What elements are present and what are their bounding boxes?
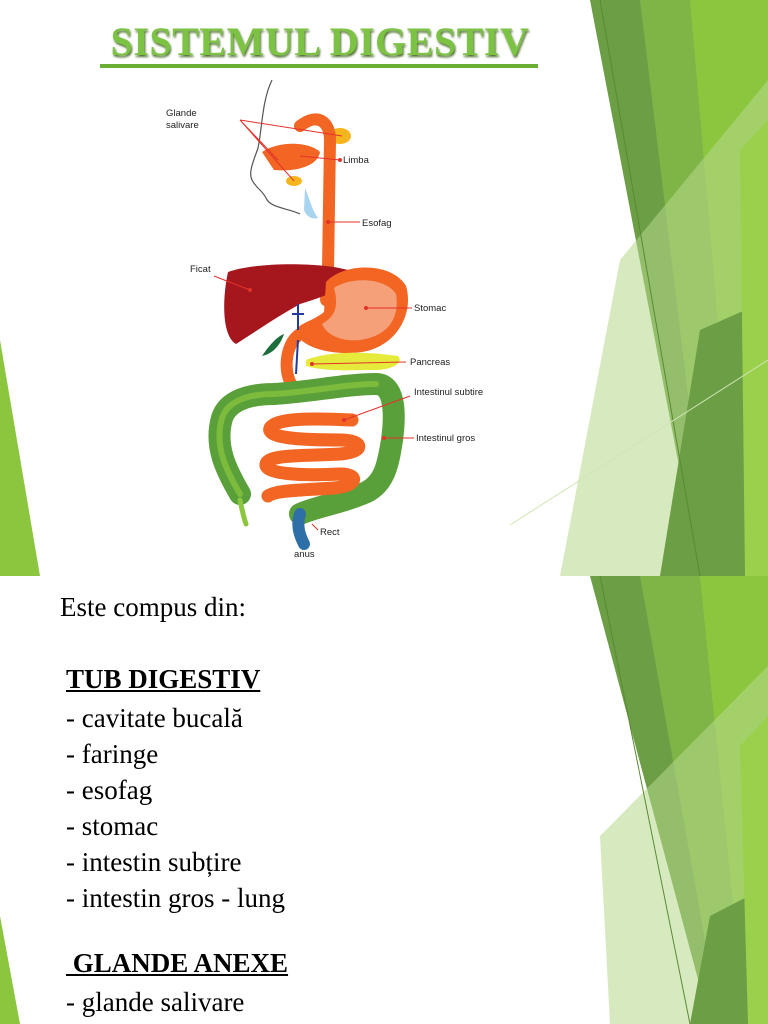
label-glande-line1: Glande [166, 108, 197, 119]
liver [224, 264, 349, 344]
slide-2: Este compus din: TUB DIGESTIV - cavitate… [0, 576, 768, 1024]
list-item: - glande salivare [66, 987, 245, 1017]
list-item: - intestin subțire [66, 847, 242, 877]
list-item: - faringe [66, 739, 159, 769]
bile-duct [292, 304, 304, 375]
label-intestinul-subtire: Intestinul subtire [414, 387, 483, 398]
tub-digestiv-heading: TUB DIGESTIV [66, 664, 261, 694]
appendix [237, 497, 249, 527]
gallbladder [262, 334, 284, 356]
glande-anexe-heading: GLANDE ANEXE [66, 948, 289, 978]
list-item: - esofag [66, 775, 153, 805]
label-anus: anus [294, 549, 315, 560]
tongue [262, 143, 320, 171]
slide-1-decoration [0, 0, 768, 576]
slide-2-decoration [0, 576, 768, 1024]
callout-dots [248, 158, 386, 440]
list-item: - intestin gros - lung [66, 883, 285, 913]
rectum [292, 508, 310, 550]
glande-anexe-list: - glande salivare [66, 984, 244, 1020]
head-outline [250, 79, 301, 215]
small-intestine [259, 412, 366, 503]
pancreas [306, 352, 400, 371]
slide-1: SISTEMUL DIGESTIV [0, 0, 768, 576]
label-stomac: Stomac [414, 303, 446, 314]
label-ficat: Ficat [190, 264, 211, 275]
stomach-inner [322, 280, 397, 341]
label-intestinul-gros: Intestinul gros [416, 433, 475, 444]
list-item: - cavitate bucală [66, 703, 243, 733]
digestive-system-diagram: Glande salivare Limba Esofag Ficat Stoma… [166, 79, 483, 560]
label-rect: Rect [320, 527, 340, 538]
label-pancreas: Pancreas [410, 357, 450, 368]
label-glande-line2: salivare [166, 120, 199, 131]
callout-lines [213, 119, 414, 531]
large-intestine-highlight [216, 381, 379, 497]
esophagus [294, 113, 337, 306]
title-underline [100, 64, 538, 68]
label-esofag: Esofag [362, 218, 392, 229]
intro-text: Este compus din: [60, 592, 246, 622]
trachea [304, 188, 318, 219]
tub-digestiv-list: - cavitate bucală - faringe - esofag - s… [66, 700, 285, 916]
slide-title: SISTEMUL DIGESTIV [110, 19, 530, 64]
list-item: - stomac [66, 811, 159, 841]
label-limba: Limba [343, 155, 370, 166]
